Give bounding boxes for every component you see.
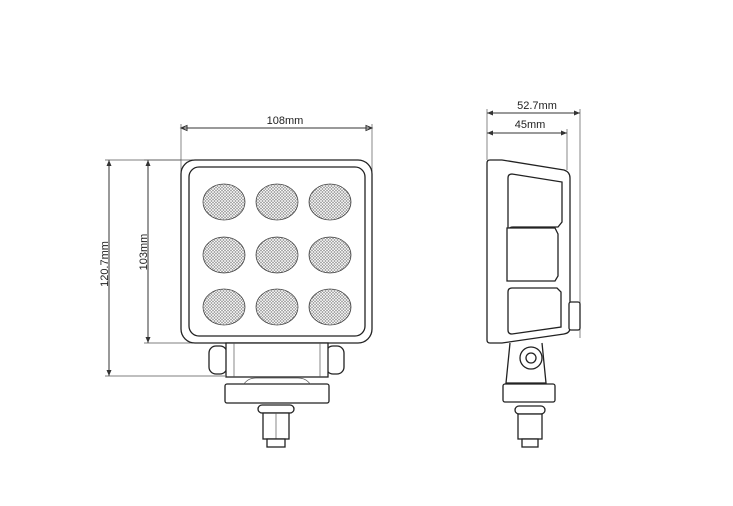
led-lens — [255, 236, 299, 274]
led-lens — [255, 183, 299, 221]
led-lens — [255, 288, 299, 326]
total-height-label: 120.7mm — [99, 241, 111, 287]
led-lens — [308, 183, 352, 221]
mounting-bracket — [208, 342, 345, 448]
front-view: 108mm 103mm 120.7mm — [99, 115, 374, 448]
led-lens-grid — [202, 183, 352, 326]
total-depth-label: 52.7mm — [517, 100, 557, 112]
led-lens — [308, 288, 352, 326]
led-lens — [202, 183, 246, 221]
housing-height-label: 103mm — [138, 234, 150, 271]
led-lens — [308, 236, 352, 274]
housing-depth-label: 45mm — [515, 119, 546, 131]
width-label: 108mm — [267, 115, 304, 127]
side-view: 52.7mm 45mm — [486, 100, 581, 448]
led-lens — [202, 236, 246, 274]
led-lens — [202, 288, 246, 326]
